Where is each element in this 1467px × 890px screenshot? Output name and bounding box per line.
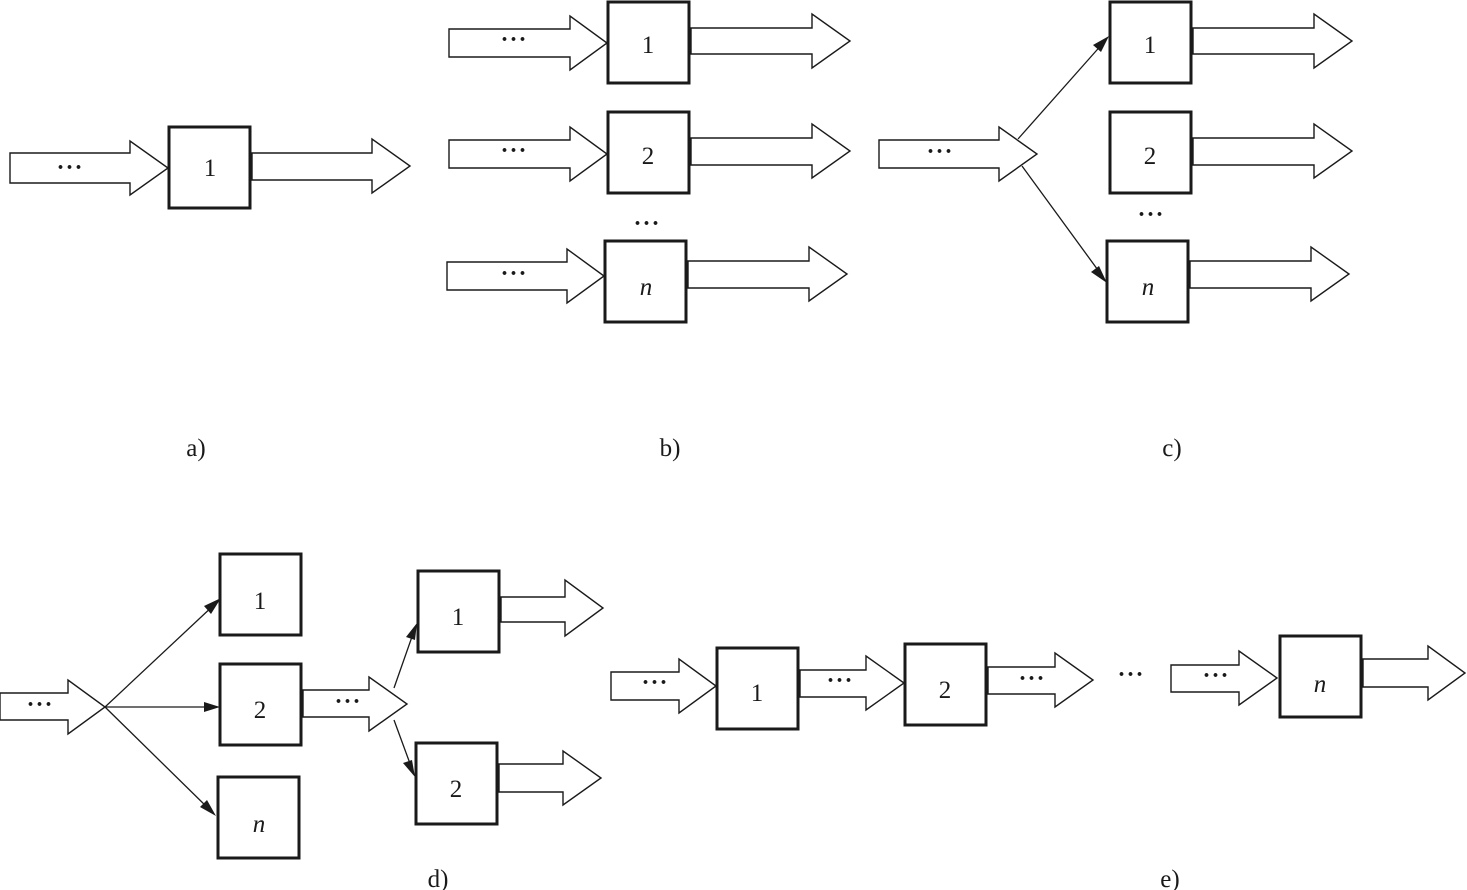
branch-head-d-s2-2 [403, 760, 415, 777]
input-arrow-b-1-dots: ··· [500, 27, 527, 53]
box-e-2-label: 2 [939, 677, 952, 704]
box-d-2-label: 2 [254, 697, 267, 724]
box-d-1-label: 1 [254, 588, 267, 615]
box-b-2-label: 2 [642, 143, 655, 170]
output-arrow-c-2 [1192, 122, 1354, 180]
box-e-1-label: 1 [751, 680, 764, 707]
box-d-n-label: n [253, 811, 266, 838]
box-b-n [603, 239, 688, 324]
link-arrow-e-1-2 [799, 654, 906, 712]
caption-d: d) [428, 866, 449, 890]
input-arrow-e-n [1170, 649, 1279, 707]
input-arrow-c [878, 125, 1039, 183]
output-arrow-b-2 [690, 122, 852, 180]
input-arrow-d-dots: ··· [26, 692, 53, 718]
input-arrow-b-n-dots: ··· [500, 261, 527, 287]
branch-line-d-s2-1 [393, 630, 415, 689]
box-e-n-label: n [1314, 671, 1327, 698]
box-c-2 [1108, 110, 1193, 195]
output-arrow-e-n [1362, 644, 1467, 702]
branch-head-c-1 [1093, 36, 1109, 52]
branch-head-d-1 [204, 598, 221, 614]
box-a-1-label: 1 [204, 155, 217, 182]
input-arrow-d [0, 678, 107, 736]
box-c-2-label: 2 [1144, 143, 1157, 170]
gap-dots-e: ··· [1117, 662, 1144, 688]
input-arrow-e-n-dots: ··· [1202, 663, 1229, 689]
box-d-2 [218, 662, 303, 747]
box-d-s2-1 [416, 569, 501, 654]
panel-e: ··· 1 ··· 2 ··· ··· ··· n e) [610, 634, 1467, 890]
box-b-1 [606, 0, 691, 85]
link-arrow-e-1-2-dots: ··· [826, 668, 853, 694]
branch-line-c-n [1021, 165, 1104, 278]
output-arrow-b-n [687, 245, 849, 303]
box-c-n [1105, 239, 1190, 324]
middle-arrow-d [302, 675, 409, 733]
input-arrow-b-n [446, 247, 606, 305]
branch-head-d-2 [204, 702, 220, 712]
middle-arrow-d-dots: ··· [334, 689, 361, 715]
input-arrow-b-2-dots: ··· [500, 138, 527, 164]
caption-a: a) [186, 435, 205, 462]
panel-d: ··· 1 2 n ··· 1 2 d) [0, 552, 605, 890]
box-e-2 [903, 642, 988, 727]
box-b-n-label: n [640, 274, 653, 301]
input-arrow-b-2 [448, 125, 609, 183]
input-arrow-b-1 [448, 14, 609, 72]
box-d-s2-2-label: 2 [450, 776, 463, 803]
branch-line-d-1 [104, 603, 216, 708]
box-d-1 [218, 552, 303, 637]
output-arrow-c-n [1189, 245, 1351, 303]
panel-a: ··· 1 a) [9, 125, 412, 462]
input-arrow-e-dots: ··· [641, 670, 668, 696]
caption-e: e) [1160, 866, 1179, 890]
branch-head-d-n [200, 800, 216, 816]
input-arrow-c-dots: ··· [926, 139, 953, 165]
box-d-s2-1-label: 1 [452, 604, 465, 631]
branch-head-d-s2-1 [406, 623, 417, 640]
output-arrow-e-2 [987, 651, 1095, 709]
caption-b: b) [660, 435, 681, 462]
box-b-2 [606, 110, 691, 195]
between-boxes-dots-c: ··· [1137, 202, 1164, 228]
output-arrow-a [251, 137, 412, 195]
input-arrow-e [610, 657, 718, 715]
between-boxes-dots-b: ··· [633, 211, 660, 237]
branch-line-d-s2-2 [393, 719, 413, 770]
output-arrow-c-1 [1192, 12, 1354, 70]
branch-head-c-n [1091, 266, 1107, 283]
caption-c: c) [1162, 435, 1181, 462]
box-b-1-label: 1 [642, 32, 655, 59]
output-arrow-b-1 [690, 12, 852, 70]
box-e-n [1278, 634, 1363, 719]
panel-c: ··· 1 2 ··· n c) [878, 0, 1354, 462]
input-arrow-a [9, 139, 170, 197]
box-c-1-label: 1 [1144, 32, 1157, 59]
output-arrow-d-2 [498, 749, 603, 807]
box-c-n-label: n [1142, 274, 1155, 301]
box-e-1 [715, 646, 800, 731]
box-c-1 [1108, 0, 1193, 85]
branch-line-c-1 [1017, 41, 1105, 140]
box-d-s2-2 [414, 741, 499, 826]
box-d-n [216, 775, 301, 860]
panel-b: ··· 1 ··· 2 ··· ··· n b) [446, 0, 852, 462]
output-arrow-d-1 [500, 578, 605, 638]
input-arrow-a-dots: ··· [56, 155, 83, 181]
box-a-1 [167, 125, 252, 210]
branch-line-d-n [104, 706, 211, 811]
output-arrow-e-2-dots: ··· [1018, 666, 1045, 692]
